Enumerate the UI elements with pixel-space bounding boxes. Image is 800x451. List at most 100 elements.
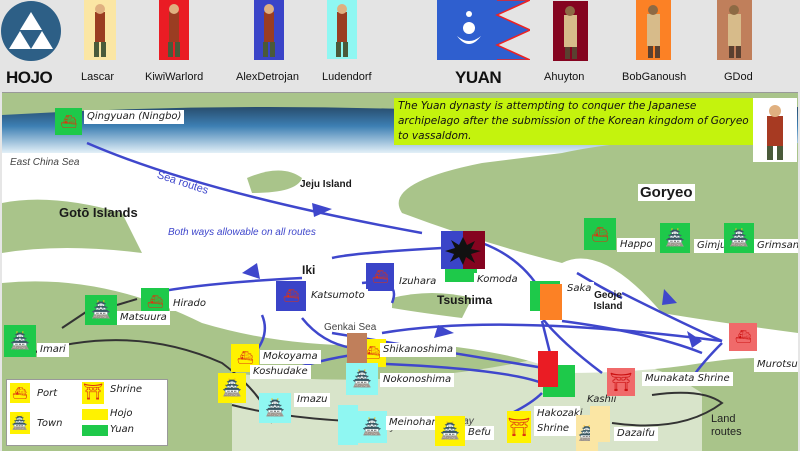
town-castle-icon: 🏯 [265,400,285,417]
player-name-kiwiwarlord: KiwiWarlord [145,71,204,83]
lascar-unit-icon[interactable] [590,406,610,442]
faction-header: HOJO Lascar KiwiWarlord AlexDetrojan Lud… [0,0,800,93]
player-name-gdod: GDod [724,71,753,83]
legend-label-yuan: Yuan [110,424,134,435]
game-map[interactable]: East China Sea Yellow Sea Genkai Sea Hak… [2,92,798,451]
player-name-alexdetrojan: AlexDetrojan [236,71,299,83]
hojo-crest-icon [0,0,62,62]
samurai-portrait-icon [159,0,189,60]
port-ship-icon: ⛴ [146,294,164,309]
location-nokonoshima-marker[interactable]: 🏯 [346,363,378,395]
location-mokoyama-marker[interactable]: ⛴ [231,344,259,372]
yuan-faction-label: YUAN [455,68,502,87]
location-label-kashii: Kashii [587,394,617,405]
legend-label-port: Port [37,388,58,399]
location-meinohama-marker[interactable]: 🏯 [357,411,387,443]
location-koshudake-marker[interactable]: 🏯 [218,373,246,403]
land-routes-annotation: Land routes [711,413,742,438]
both-ways-annotation: Both ways allowable on all routes [168,227,316,238]
sea-label-genkai-sea: Genkai Sea [324,322,377,333]
region-label-tsushima: Tsushima [437,293,493,307]
location-grimsan-marker[interactable]: 🏯 [724,223,754,253]
sea-label-east-china-sea: East China Sea [10,157,80,168]
yuan-flag-icon [437,0,532,61]
town-castle-icon: 🏯 [362,419,382,436]
player-name-ludendorf: Ludendorf [322,71,372,83]
mongol-portrait-icon [553,1,588,61]
battle-indicator[interactable] [441,231,485,269]
gdod-unit-icon[interactable] [347,333,367,365]
samurai-portrait-icon [327,0,357,59]
location-happo-marker[interactable]: ⛴ [584,218,616,250]
ludendorf-unit-icon[interactable] [338,405,358,445]
kiwiwarlord-unit-icon[interactable] [538,351,558,387]
legend-hojo-swatch [82,409,108,420]
hojo-faction-label: HOJO [6,68,53,87]
battle-explosion-icon [445,237,481,265]
location-label-koshudake: Koshudake [250,365,311,379]
location-label-nokonoshima: Nokonoshima [380,373,455,387]
legend-label-shrine: Shrine [110,384,143,395]
location-befu-marker[interactable]: 🏯 [435,416,465,446]
town-castle-icon: 🏯 [10,333,30,350]
port-ship-icon: ⛴ [591,225,609,242]
location-matsuura-marker[interactable]: 🏯 [85,295,117,325]
location-katsumoto-marker[interactable]: ⛴ [276,281,306,311]
legend-label-town: Town [37,418,63,429]
port-ship-icon: ⛴ [282,288,300,303]
legend-town-icon: 🏯 [10,412,30,434]
location-label-murotsu: Murotsu [754,358,798,372]
location-label-izuhara: Izuhara [396,275,440,289]
mongol-portrait-icon [636,0,671,60]
region-label-iki: Iki [302,263,316,277]
legend-port-icon: ⛴ [10,383,30,403]
location-izuhara-marker[interactable]: ⛴ [366,263,394,291]
legend-label-hojo: Hojo [110,408,133,419]
location-label-dazaifu: Dazaifu [614,427,658,441]
legend-yuan-swatch [82,425,108,436]
torii-shrine-icon: ⛩ [507,416,531,437]
samurai-portrait-icon [84,0,116,60]
port-ship-icon: ⛴ [734,329,752,344]
location-munakata-shrine-marker[interactable]: ⛩ [607,368,635,396]
town-castle-icon: 🏯 [352,371,372,388]
location-label-qingyuan: Qingyuan (Ningbo) [84,110,185,124]
samurai-portrait-icon [254,0,284,60]
bobganoush-unit-icon[interactable] [540,284,562,320]
location-label-matsuura: Matsuura [117,311,170,325]
location-label-grimsan: Grimsan [754,239,798,253]
port-ship-icon: ⛴ [371,269,389,284]
location-label-meinohama: Meinohama [386,416,451,430]
location-label-katsumoto: Katsumoto [308,289,368,303]
region-label-jeju-island: Jeju Island [300,179,352,190]
port-ship-icon: ⛴ [363,345,381,360]
location-murotsu-marker[interactable]: ⛴ [729,323,757,351]
location-label-happo: Happo [617,238,656,252]
location-imazu-marker[interactable]: 🏯 [259,393,291,423]
location-qingyuan-marker[interactable]: ⛴ [55,108,82,135]
region-label-goryeo: Goryeo [638,184,695,201]
scenario-intro-banner: The Yuan dynasty is attempting to conque… [394,98,762,145]
samurai-general-portrait-icon [753,98,797,162]
location-label-mokoyama: Mokoyama [260,350,321,364]
location-label-saka: Saka [564,282,595,296]
region-label-geoje-island: Geoje Island [593,290,623,312]
location-gimju-marker[interactable]: 🏯 [660,223,690,253]
town-castle-icon: 🏯 [222,380,242,397]
location-label-gimju: Gimju [694,239,730,253]
location-label-befu: Befu [465,426,494,440]
location-label-imari: Imari [37,343,69,357]
location-label-komoda: Komoda [474,273,521,287]
town-castle-icon: 🏯 [91,302,111,319]
town-castle-icon: 🏯 [729,230,749,247]
location-hakozaki-shrine-marker[interactable]: ⛩ [507,411,531,443]
location-label-imazu: Imazu [294,393,331,407]
port-ship-icon: ⛴ [236,350,254,365]
location-imari-marker[interactable]: 🏯 [4,325,36,357]
torii-shrine-icon: ⛩ [609,371,633,392]
region-label-goto-islands: Gotō Islands [59,205,138,220]
player-name-bobganoush: BobGanoush [622,71,687,83]
town-castle-icon: 🏯 [665,230,685,247]
mongol-portrait-icon [717,0,752,60]
map-legend: ⛴ Port 🏯 Town ⛩ Shrine Hojo Yuan [6,379,168,446]
